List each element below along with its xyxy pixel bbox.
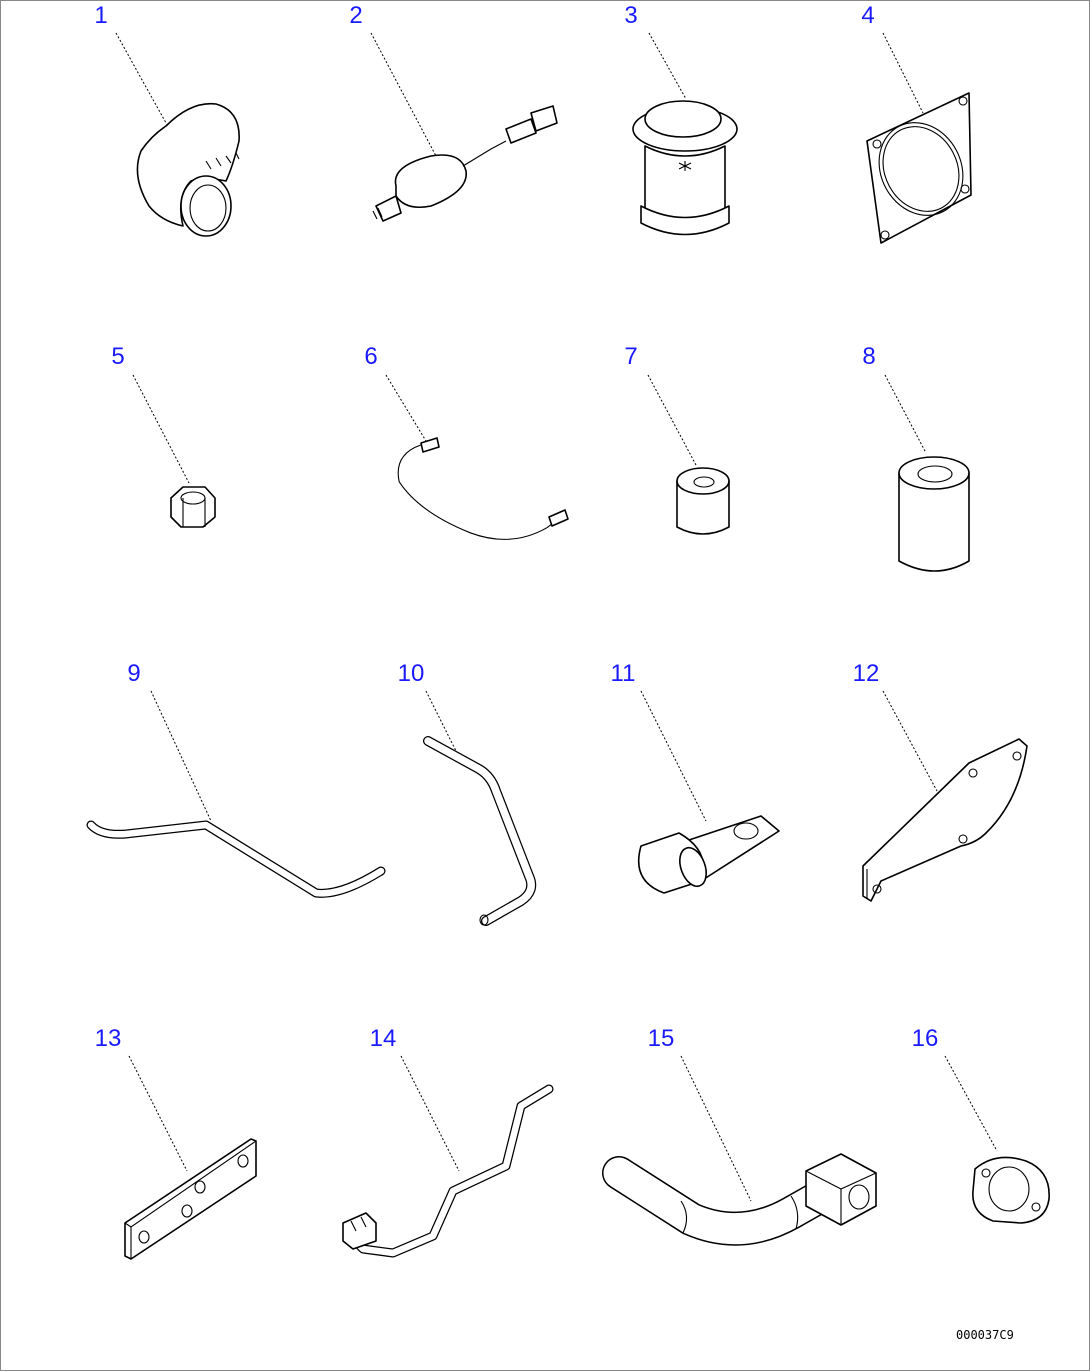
callout-4: 4 [861, 2, 874, 29]
part-7-bushing[interactable]: 7 [624, 343, 730, 535]
leader-line-7 [647, 374, 697, 466]
part-2-solenoid[interactable]: 2 [349, 2, 558, 222]
callout-16: 16 [912, 1025, 939, 1052]
part-9-bent-rod[interactable]: 9 [86, 660, 386, 898]
leader-line-15 [680, 1055, 752, 1202]
leader-line-5 [132, 374, 190, 484]
callout-1: 1 [94, 2, 107, 29]
leader-line-6 [385, 374, 427, 442]
part-10-l-rod[interactable]: 10 [398, 660, 537, 926]
callout-3: 3 [624, 2, 637, 29]
part-11-clip-bracket[interactable]: 11 [611, 660, 780, 894]
part-16-flange-gasket[interactable]: 16 [912, 1025, 1050, 1224]
callout-14: 14 [370, 1025, 397, 1052]
part-3-cylinder-cap[interactable]: 3 [624, 2, 738, 236]
leader-line-9 [150, 690, 212, 822]
callout-15: 15 [648, 1025, 675, 1052]
leader-line-10 [425, 690, 457, 752]
leader-line-2 [370, 32, 437, 157]
leader-line-8 [884, 374, 927, 454]
callout-12: 12 [853, 660, 880, 687]
part-14-harness-tube[interactable]: 14 [342, 1025, 554, 1258]
callout-5: 5 [111, 343, 124, 370]
callout-2: 2 [349, 2, 362, 29]
part-13-flat-plate[interactable]: 13 [95, 1025, 257, 1260]
part-4-gasket[interactable]: 4 [861, 2, 979, 244]
callout-8: 8 [862, 343, 875, 370]
part-1-hose-elbow[interactable]: 1 [94, 2, 240, 237]
callout-13: 13 [95, 1025, 122, 1052]
leader-line-13 [128, 1055, 188, 1172]
leader-line-1 [115, 32, 167, 124]
part-15-pipe-elbow[interactable]: 15 [602, 1025, 877, 1246]
callout-7: 7 [624, 343, 637, 370]
callout-10: 10 [398, 660, 425, 687]
part-5-nut[interactable]: 5 [111, 343, 216, 528]
leader-line-11 [640, 690, 707, 822]
callout-9: 9 [127, 660, 140, 687]
leader-line-3 [648, 32, 687, 100]
leader-line-12 [882, 690, 938, 792]
leader-line-16 [944, 1055, 998, 1152]
callout-11: 11 [611, 660, 636, 687]
drawing-code: 000037C9 [956, 1328, 1014, 1342]
leader-line-14 [400, 1055, 460, 1172]
leader-line-4 [882, 32, 924, 114]
part-8-sleeve[interactable]: 8 [862, 343, 970, 572]
callout-6: 6 [364, 343, 377, 370]
part-12-plate-bracket[interactable]: 12 [853, 660, 1028, 902]
part-6-wire[interactable]: 6 [364, 343, 569, 540]
